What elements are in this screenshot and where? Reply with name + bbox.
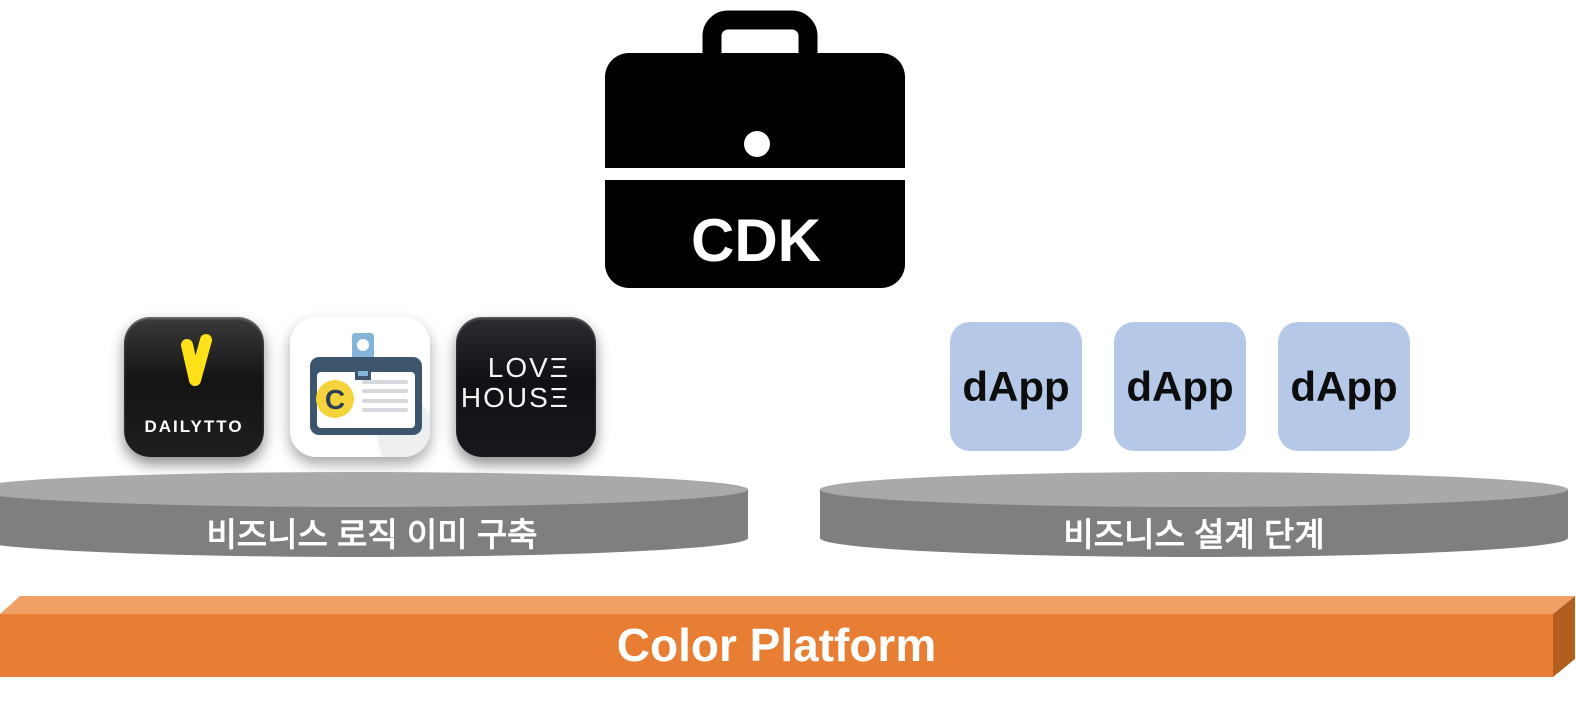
badge-text-line [362,408,408,412]
cdk-briefcase-icon: CDK [600,8,912,293]
platform-business-design: 비즈니스 설계 단계 [820,472,1568,557]
love-house-label: LOVΞ HOUSΞ [461,353,570,413]
platform-business-built: 비즈니스 로직 이미 구축 [0,472,748,557]
bar-front-face [0,614,1553,677]
briefcase-slit [605,168,905,180]
briefcase-svg: CDK [605,10,905,288]
love-house-label-line1: LOVΞ [487,352,570,383]
dapp-box-2: dApp [1114,322,1246,451]
badge-text-line [362,380,408,384]
dapp-label: dApp [1126,362,1234,410]
dapp-label: dApp [1290,362,1398,410]
app-icon-dailytto: DAILYTTO [124,317,264,457]
platform-cylinder-top-ellipse [820,472,1568,507]
cdk-label: CDK [691,207,821,274]
app-icon-love-house: LOVΞ HOUSΞ [456,317,596,457]
badge-tab-inner [358,371,368,376]
love-house-label-line2: HOUSΞ [460,382,570,413]
dailytto-check-icon [181,334,212,386]
badge-clip-hole [357,339,369,351]
platform-cylinder-top-ellipse [0,472,748,507]
dapp-label: dApp [962,362,1070,410]
dailytto-label: DAILYTTO [144,417,244,436]
badge-avatar-circle [316,380,354,418]
badge-text-line [362,389,408,393]
color-platform-label: Color Platform [616,619,937,671]
platform-built-label: 비즈니스 로직 이미 구축 [206,516,538,553]
briefcase-clasp-dot [744,131,770,157]
id-card-icon: C [290,317,430,457]
dapp-box-1: dApp [950,322,1082,451]
bar-top-face [0,596,1575,614]
badge-letter: C [325,384,345,415]
id-card-svg: C [310,333,430,457]
dapp-box-3: dApp [1278,322,1410,451]
app-icon-id-card: C [290,317,430,457]
color-platform-bar [0,596,1575,677]
bar-side-face [1553,596,1575,677]
badge-text-line [362,399,408,403]
platform-design-label: 비즈니스 설계 단계 [1063,516,1325,553]
